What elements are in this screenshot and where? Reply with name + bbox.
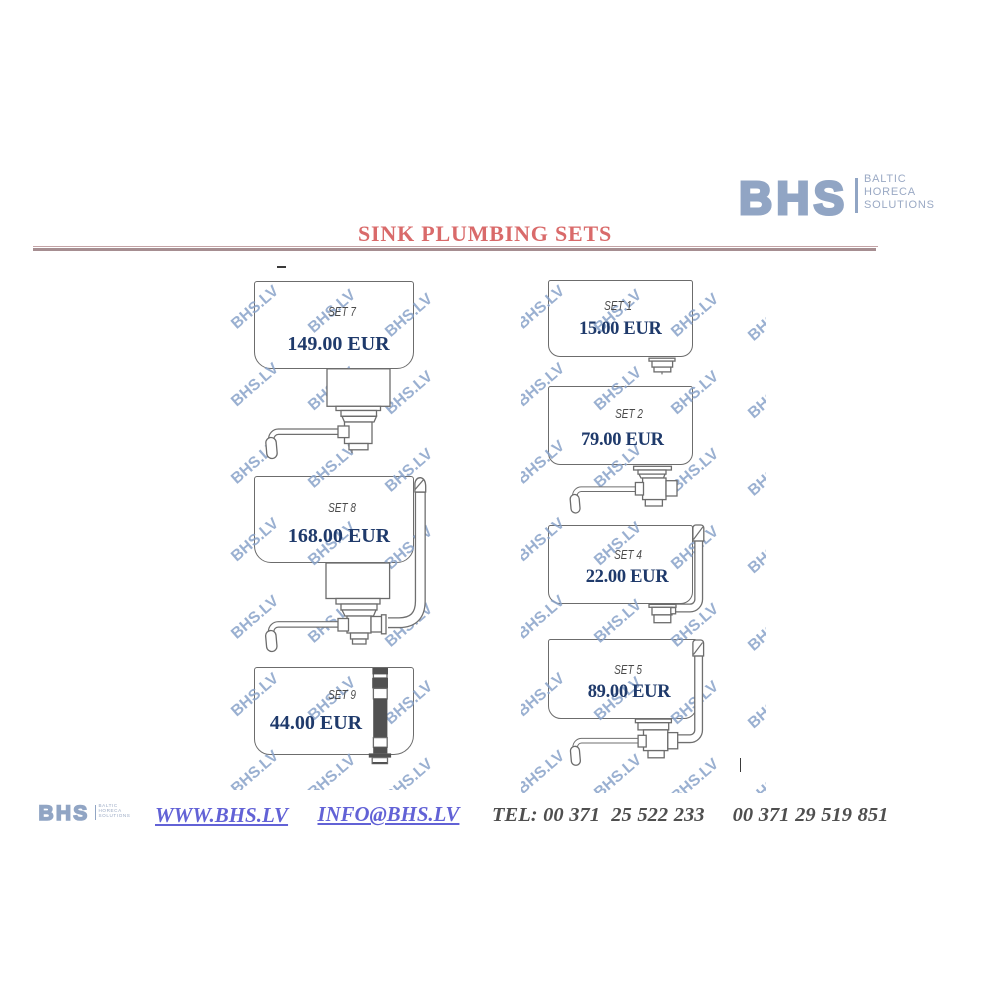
svg-text:BHS.LV: BHS.LV [745,449,799,499]
svg-text:BHS.LV: BHS.LV [745,604,799,654]
svg-text:BHS.LV: BHS.LV [591,519,645,569]
svg-text:BHS.LV: BHS.LV [514,437,568,487]
svg-text:BHS.LV: BHS.LV [228,515,282,565]
svg-text:BHS.LV: BHS.LV [514,592,568,642]
svg-text:BHS.LV: BHS.LV [591,751,645,801]
svg-text:BHS.LV: BHS.LV [745,682,799,732]
svg-text:BHS.LV: BHS.LV [591,596,645,646]
svg-text:BHS.LV: BHS.LV [228,282,282,332]
svg-text:BHS.LV: BHS.LV [459,527,513,577]
svg-text:BHS.LV: BHS.LV [668,290,722,340]
svg-text:BHS.LV: BHS.LV [305,751,359,801]
svg-text:BHS.LV: BHS.LV [382,445,436,495]
svg-text:BHS.LV: BHS.LV [514,747,568,797]
svg-text:BHS.LV: BHS.LV [459,449,513,499]
svg-text:BHS.LV: BHS.LV [459,682,513,732]
svg-text:BHS.LV: BHS.LV [382,755,436,805]
svg-text:BHS.LV: BHS.LV [668,368,722,418]
svg-text:BHS.LV: BHS.LV [514,282,568,332]
svg-text:BHS.LV: BHS.LV [514,360,568,410]
svg-text:BHS.LV: BHS.LV [459,294,513,344]
svg-text:BHS.LV: BHS.LV [382,678,436,728]
svg-text:BHS.LV: BHS.LV [228,360,282,410]
svg-text:BHS.LV: BHS.LV [745,372,799,422]
svg-text:BHS.LV: BHS.LV [668,755,722,805]
svg-text:BHS.LV: BHS.LV [745,759,799,809]
svg-text:BHS.LV: BHS.LV [382,290,436,340]
svg-text:BHS.LV: BHS.LV [514,515,568,565]
svg-text:BHS.LV: BHS.LV [459,372,513,422]
svg-text:BHS.LV: BHS.LV [459,759,513,809]
svg-text:BHS.LV: BHS.LV [745,294,799,344]
svg-text:BHS.LV: BHS.LV [745,527,799,577]
svg-text:BHS.LV: BHS.LV [459,604,513,654]
svg-text:BHS.LV: BHS.LV [514,670,568,720]
svg-text:BHS.LV: BHS.LV [228,747,282,797]
